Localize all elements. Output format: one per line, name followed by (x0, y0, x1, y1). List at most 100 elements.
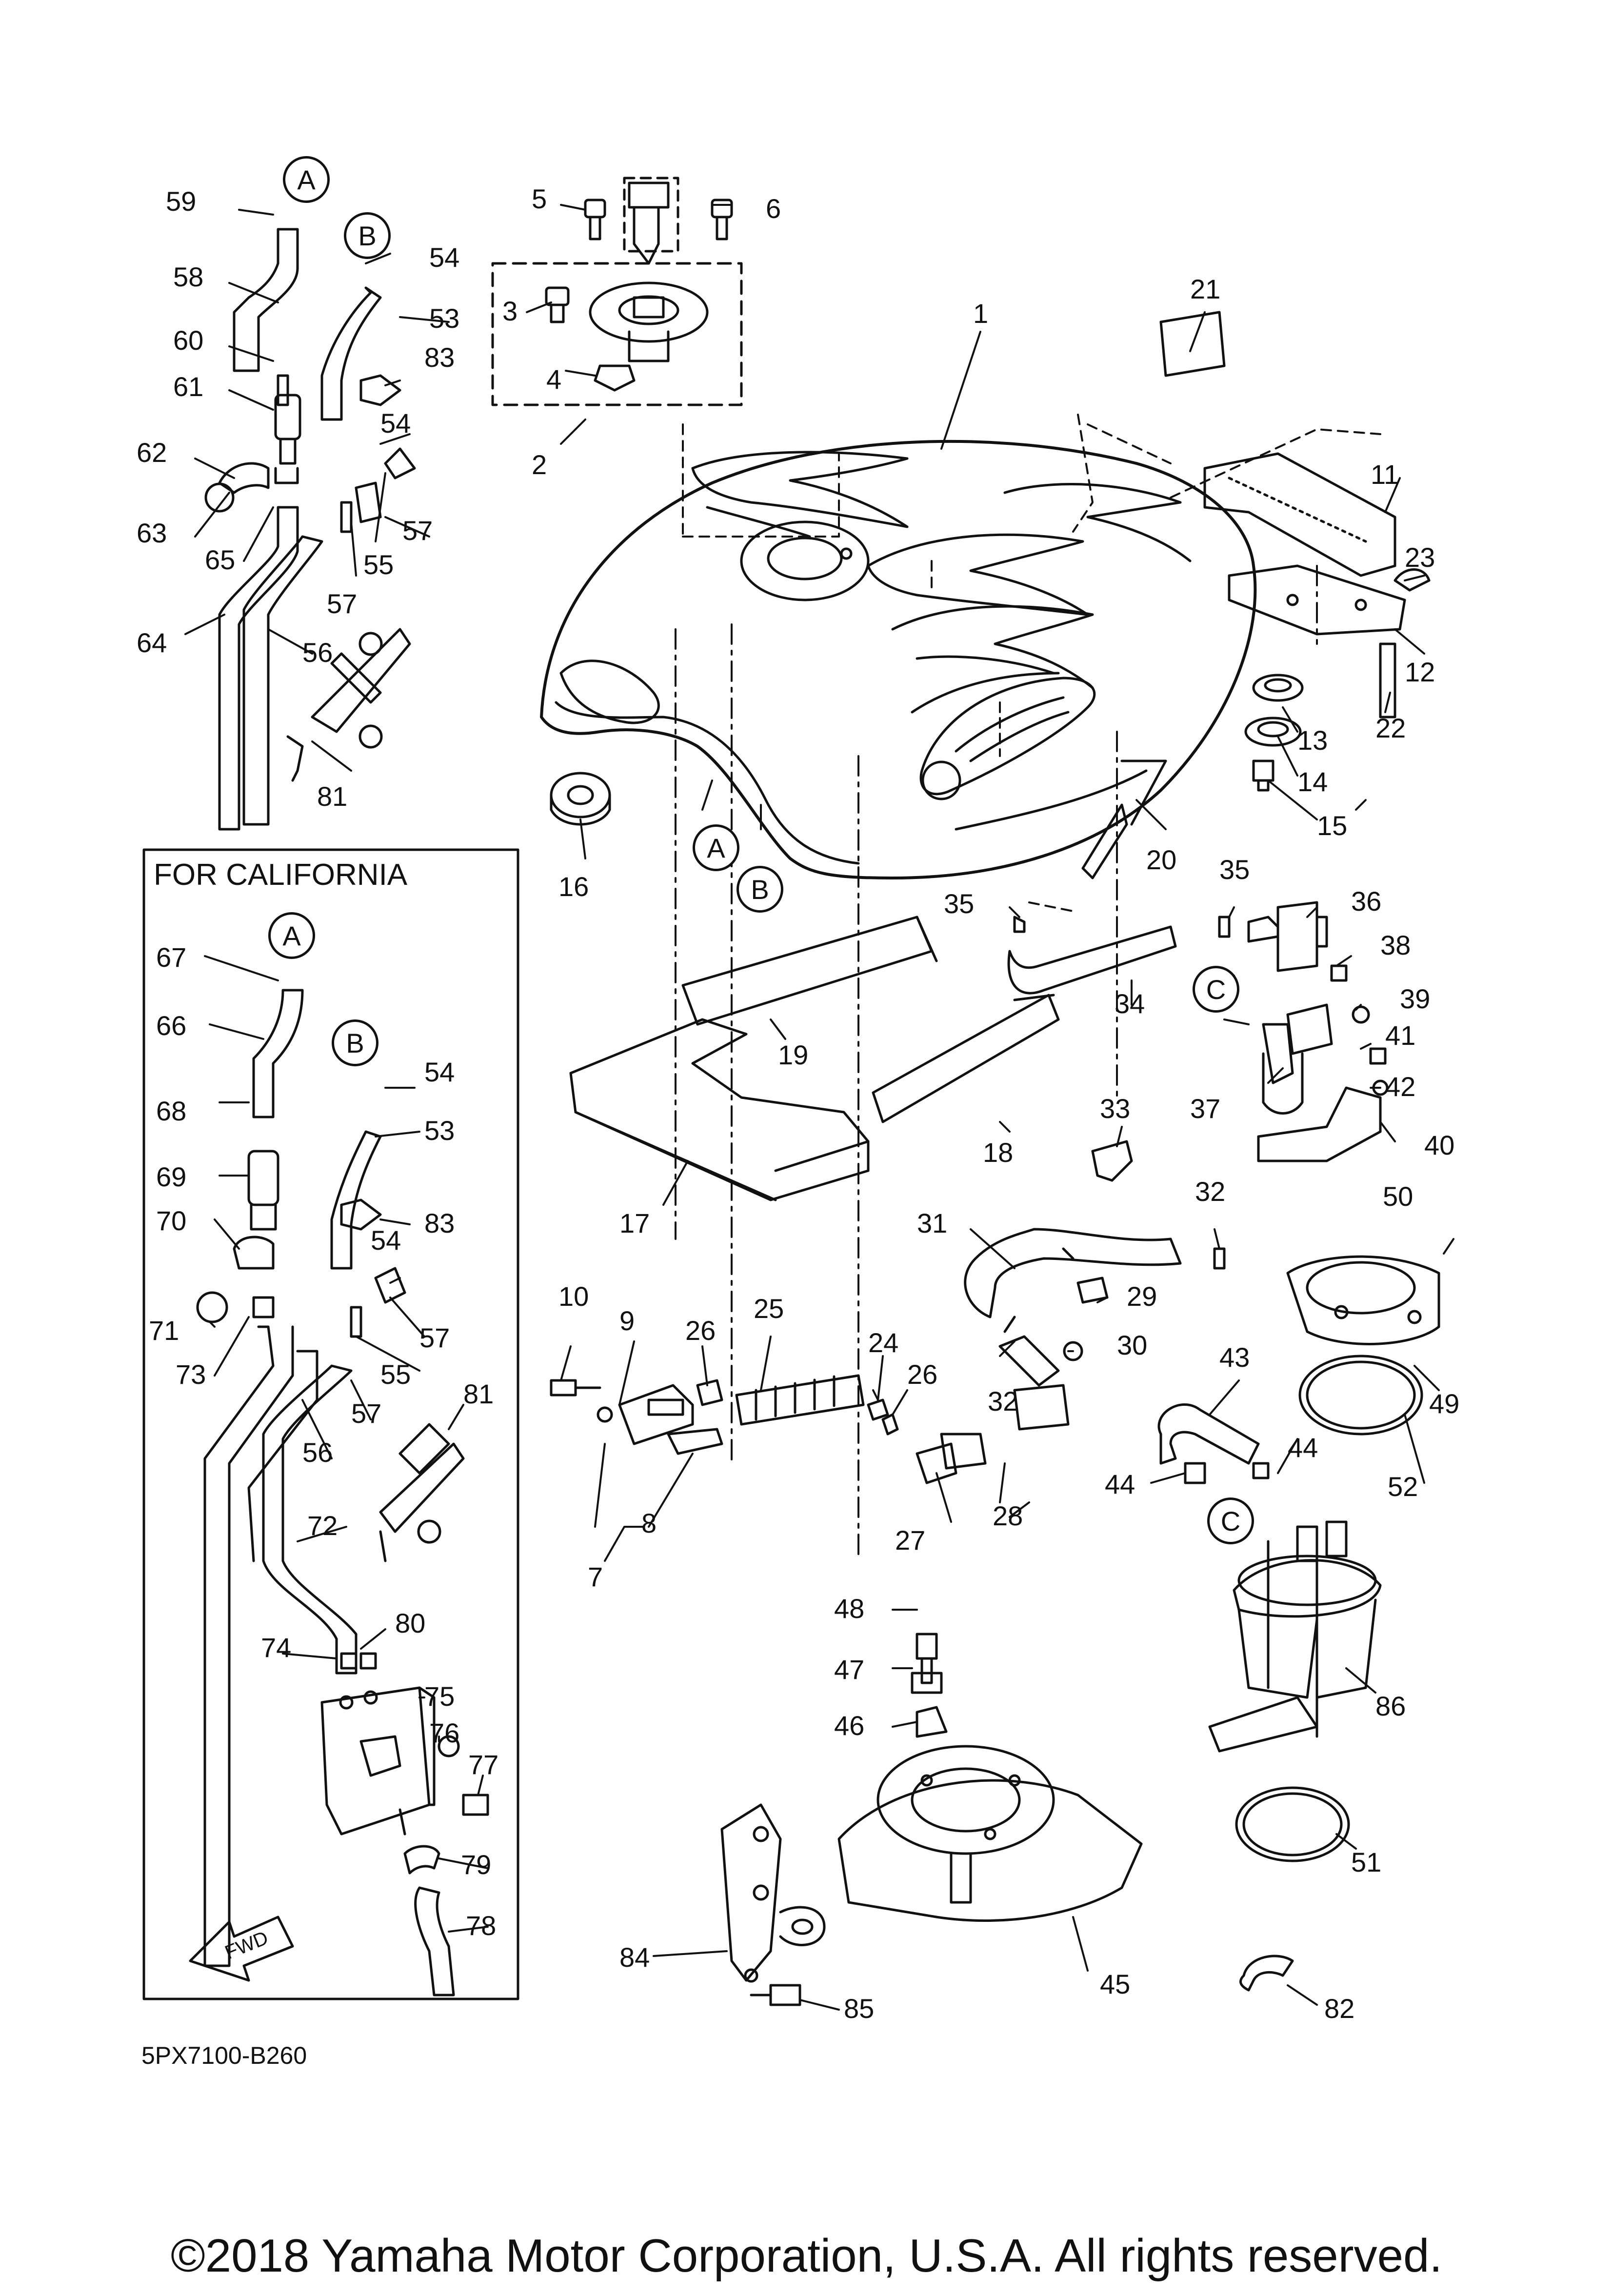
hose-34-group (1007, 901, 1389, 1162)
callout-56b: 56 (302, 1437, 333, 1468)
callout-27: 27 (895, 1525, 926, 1556)
fuel-pump-group (1157, 1255, 1440, 1862)
callout-23: 23 (1405, 542, 1435, 573)
callout-30: 30 (1117, 1330, 1148, 1360)
callout-62: 62 (137, 437, 167, 468)
rear-bracket-parts (1203, 452, 1431, 792)
clip-82 (1239, 1955, 1294, 1992)
callout-74: 74 (261, 1632, 292, 1663)
callout-44: 44 (1105, 1469, 1135, 1499)
callout-59: 59 (166, 186, 197, 217)
callout-76: 76 (429, 1717, 460, 1748)
callout-29: 29 (1127, 1281, 1157, 1312)
callout-1: 1 (973, 298, 989, 329)
callout-70: 70 (156, 1205, 187, 1236)
callout-85: 85 (844, 1993, 875, 2024)
callout-82: 82 (1324, 1993, 1355, 2024)
callout-86: 86 (1375, 1691, 1406, 1721)
callout-12: 12 (1405, 657, 1435, 687)
callout-45: 45 (1100, 1969, 1131, 1999)
callout-42: 42 (1385, 1071, 1416, 1102)
callout-18: 18 (983, 1137, 1014, 1168)
callout-13: 13 (1297, 725, 1328, 756)
callout-54d: 54 (371, 1225, 401, 1256)
callout-79: 79 (461, 1849, 492, 1880)
ref-circle-a-cal: A (268, 912, 315, 959)
callout-24: 24 (868, 1327, 899, 1358)
callout-46: 46 (834, 1710, 865, 1741)
callout-53: 53 (429, 303, 460, 334)
callout-57c: 57 (419, 1322, 450, 1353)
callout-68: 68 (156, 1096, 187, 1126)
callout-63: 63 (137, 518, 167, 548)
callout-38: 38 (1380, 930, 1411, 960)
callout-75: 75 (424, 1681, 455, 1712)
callout-37: 37 (1190, 1093, 1221, 1124)
callout-53b: 53 (424, 1115, 455, 1146)
callout-71: 71 (149, 1315, 179, 1346)
callout-44b: 44 (1288, 1432, 1318, 1463)
callout-3: 3 (502, 296, 518, 326)
callout-40: 40 (1424, 1130, 1455, 1160)
callout-43: 43 (1219, 1342, 1250, 1373)
ref-circle-c: C (1193, 966, 1239, 1013)
fuel-sender-group (550, 1374, 899, 1455)
part-code: 5PX7100-B260 (141, 2042, 307, 2069)
callout-25: 25 (754, 1293, 784, 1324)
callout-33: 33 (1100, 1093, 1131, 1124)
callout-15: 15 (1317, 810, 1348, 841)
leader-lines (675, 414, 1381, 1562)
callout-41: 41 (1385, 1020, 1416, 1051)
california-box-frame (142, 848, 519, 2000)
california-leaders (204, 955, 489, 1933)
callout-leaders (184, 204, 1454, 2011)
fuel-tank-drawing (540, 439, 1257, 879)
callout-57: 57 (402, 515, 433, 546)
callout-51: 51 (1351, 1847, 1382, 1877)
callout-34: 34 (1115, 988, 1145, 1019)
callout-80: 80 (395, 1608, 426, 1638)
upper-left-parts (204, 228, 416, 831)
callout-32: 32 (1195, 1176, 1226, 1207)
callout-55b: 55 (380, 1359, 411, 1390)
callout-19: 19 (778, 1039, 809, 1070)
ref-circle-c-pump: C (1207, 1497, 1254, 1544)
callout-2: 2 (532, 449, 547, 480)
ref-circle-a-tank: A (693, 824, 739, 871)
ref-circle-b: B (344, 212, 391, 259)
callout-65: 65 (205, 544, 236, 575)
lower-bracket-group (720, 1633, 1143, 2006)
callout-60: 60 (173, 325, 204, 356)
callout-81b: 81 (463, 1378, 494, 1409)
callout-9: 9 (619, 1305, 635, 1336)
callout-57d: 57 (351, 1398, 382, 1429)
callout-26: 26 (685, 1315, 716, 1346)
california-box-title: FOR CALIFORNIA (154, 858, 408, 892)
ref-circle-b-tank: B (737, 866, 783, 913)
hose-31-group (916, 1140, 1226, 1484)
callout-5: 5 (532, 183, 547, 214)
callout-22: 22 (1375, 713, 1406, 743)
copyright-notice: ©2018 Yamaha Motor Corporation, U.S.A. A… (170, 2230, 1443, 2282)
callout-11: 11 (1371, 459, 1399, 490)
callout-56: 56 (302, 637, 333, 668)
label-sticker (1159, 311, 1226, 377)
callout-73: 73 (176, 1359, 206, 1390)
callout-36: 36 (1351, 886, 1382, 917)
callout-14: 14 (1297, 766, 1328, 797)
callout-32b: 32 (988, 1386, 1018, 1417)
callout-21: 21 (1190, 274, 1221, 304)
callout-47: 47 (834, 1654, 865, 1685)
callout-57b: 57 (327, 588, 358, 619)
damper-16 (550, 772, 611, 826)
tank-pads (569, 916, 1060, 1201)
callout-26b: 26 (907, 1359, 938, 1390)
callout-39: 39 (1400, 983, 1431, 1014)
callout-8: 8 (641, 1508, 657, 1538)
callout-28: 28 (993, 1500, 1023, 1531)
callout-77: 77 (468, 1749, 499, 1780)
callout-78: 78 (466, 1910, 497, 1941)
callout-10: 10 (558, 1281, 589, 1312)
callout-48: 48 (834, 1593, 865, 1624)
